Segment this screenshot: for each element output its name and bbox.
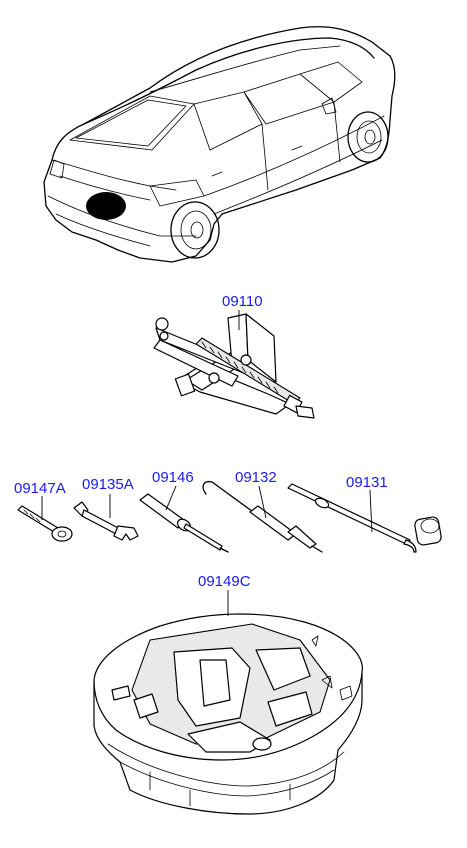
jack-handle-bar-illustration [202,480,323,553]
tool-tray-illustration [93,613,363,815]
tool-location-marker [86,192,126,220]
part-number-tool-tray[interactable]: 09149C [198,573,251,590]
spanner-illustration [73,501,139,541]
part-number-screwdriver[interactable]: 09146 [152,469,194,486]
part-number-spanner[interactable]: 09135A [82,476,134,493]
jack-illustration [153,313,315,419]
wheel-nut-wrench-illustration [287,483,442,553]
part-number-jack[interactable]: 09110 [222,293,263,310]
part-number-eye-bolt[interactable]: 09147A [14,480,66,497]
part-number-jack-handle-bar[interactable]: 09132 [235,469,277,486]
leader-lines [41,310,373,616]
car-illustration [43,26,396,263]
eye-bolt-illustration [17,505,73,542]
screwdriver-illustration [139,493,229,553]
part-number-wheel-nut-wrench[interactable]: 09131 [346,474,388,491]
